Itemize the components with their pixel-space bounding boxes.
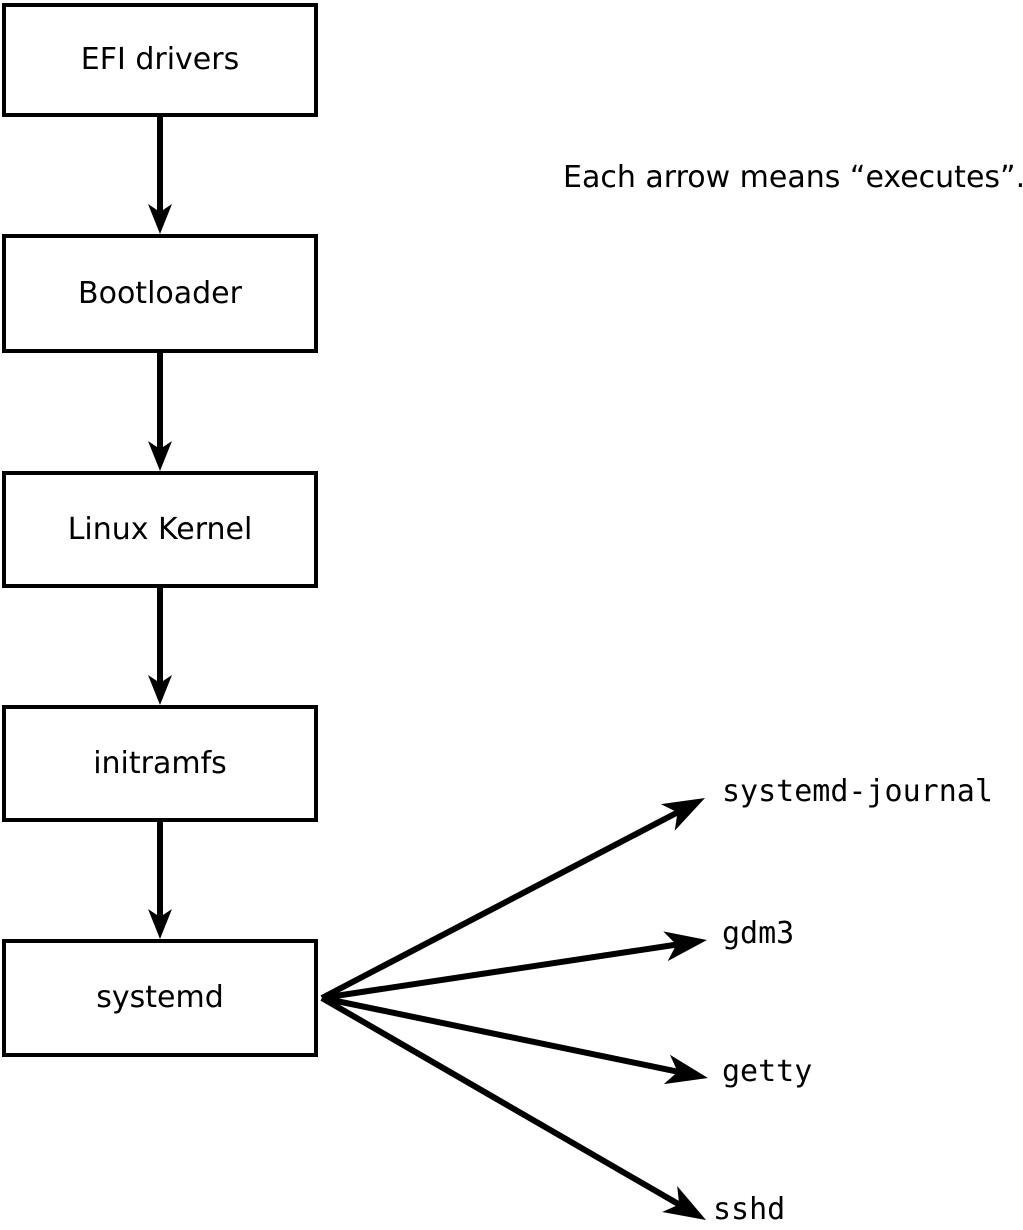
arrow-kernel-to-initramfs <box>148 588 172 705</box>
legend-note: Each arrow means “executes”. <box>563 160 1023 195</box>
arrow-initramfs-to-systemd <box>148 822 172 939</box>
service-label-systemd-journal: systemd-journal <box>722 774 993 809</box>
fanout-arrow-getty <box>321 995 708 1085</box>
stage-box-linux-kernel[interactable]: Linux Kernel <box>2 471 318 588</box>
arrow-bootloader-to-kernel <box>148 353 172 471</box>
fanout-arrow-gdm3 <box>321 931 707 1001</box>
stage-box-label: EFI drivers <box>80 42 240 77</box>
stage-box-label: Linux Kernel <box>67 511 253 547</box>
stage-box-initramfs[interactable]: initramfs <box>2 705 318 822</box>
fanout-arrow-sshd <box>320 995 706 1220</box>
stage-box-label: Bootloader <box>78 275 242 311</box>
stage-box-label: initramfs <box>93 745 227 781</box>
boot-chain-arrow-group <box>148 117 172 939</box>
stage-box-systemd[interactable]: systemd <box>2 939 318 1057</box>
stage-box-bootloader[interactable]: Bootloader <box>2 234 318 353</box>
service-label-gdm3: gdm3 <box>722 916 795 951</box>
fanout-arrow-systemd-journal <box>320 798 705 1001</box>
arrow-efi-to-bootloader <box>148 117 172 234</box>
systemd-fanout-arrow-group <box>320 798 708 1220</box>
service-label-sshd: sshd <box>713 1192 786 1227</box>
service-label-getty: getty <box>722 1054 813 1089</box>
stage-box-efi-drivers[interactable]: EFI drivers <box>2 3 318 117</box>
stage-box-label: systemd <box>96 980 224 1015</box>
